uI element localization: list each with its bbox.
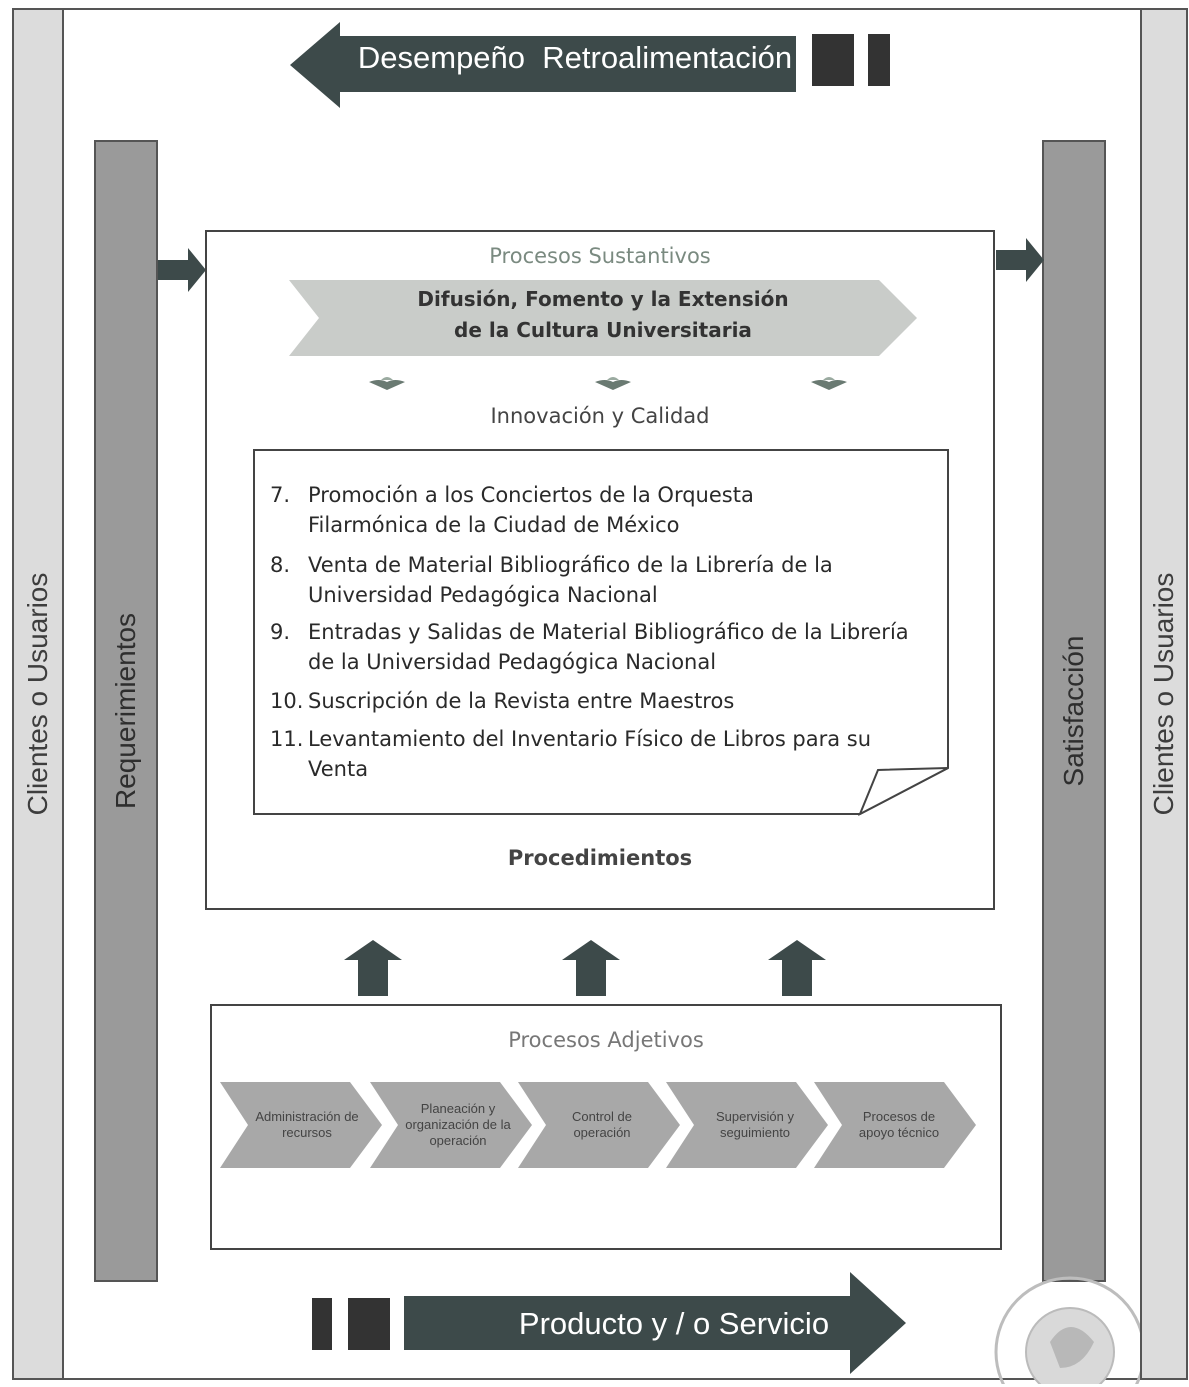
culture-banner [289, 280, 917, 356]
banner-line-1: Difusión, Fomento y la Extensión [417, 287, 789, 311]
feedback-arrow-label: Desempeño Retroalimentación [357, 40, 793, 75]
procedure-item-11: 11. Levantamiento del Inventario Físico … [270, 727, 872, 781]
right-clients-bar: Clientes o Usuarios [1140, 8, 1188, 1380]
procedure-item-10: 10. Suscripción de la Revista entre Maes… [270, 689, 735, 713]
drop-icon-3 [811, 377, 847, 390]
product-service-arrow [404, 1272, 906, 1374]
feedback-arrow [290, 22, 796, 108]
bottom-border-line [64, 1378, 1140, 1380]
left-clients-bar: Clientes o Usuarios [12, 8, 64, 1380]
product-block-2 [348, 1298, 390, 1350]
satisfaction-out-arrow-icon [996, 238, 1044, 282]
up-arrow-icon-3 [768, 940, 826, 996]
official-seal-icon [994, 1276, 1140, 1384]
adjective-title: Procesos Adjetivos [508, 1028, 704, 1052]
procedure-item-8: 8. Venta de Material Bibliográfico de la… [270, 553, 833, 607]
adjective-chevrons [220, 1082, 976, 1168]
step-control: Control de operación [572, 1109, 632, 1140]
drop-icon-2 [595, 377, 631, 390]
up-arrow-icon-2 [562, 940, 620, 996]
requirements-label: Requerimientos [110, 612, 141, 810]
top-border-line [64, 8, 1140, 10]
up-arrow-icon-1 [344, 940, 402, 996]
innovation-subtitle: Innovación y Calidad [490, 404, 710, 428]
procedures-document [253, 449, 949, 817]
procedures-footer: Procedimientos [507, 846, 693, 870]
step-planning: Planeación y organización de la operació… [405, 1101, 511, 1148]
left-clients-label: Clientes o Usuarios [22, 572, 53, 816]
right-clients-label: Clientes o Usuarios [1148, 572, 1179, 816]
banner-line-2: de la Cultura Universitaria [454, 318, 752, 342]
procedure-item-7: 7. Promoción a los Conciertos de la Orqu… [270, 483, 754, 537]
step-supervision: Supervisión y seguimiento [715, 1109, 795, 1140]
feedback-block-2 [868, 34, 890, 86]
drop-icon-1 [369, 377, 405, 390]
substantive-title: Procesos Sustantivos [489, 244, 711, 268]
step-technical-support: Procesos de apoyo técnico [858, 1109, 940, 1140]
procedure-item-9: 9. Entradas y Salidas de Material Biblio… [270, 620, 909, 674]
product-block-1 [312, 1298, 332, 1350]
step-admin-resources: Administración de recursos [255, 1109, 359, 1140]
culture-banner-text: Difusión, Fomento y la Extensión de la C… [289, 284, 917, 346]
requirements-in-arrow-icon [158, 248, 206, 292]
product-service-label: Producto y / o Servicio [518, 1306, 830, 1341]
requirements-bar: Requerimientos [94, 140, 158, 1282]
feedback-block-1 [812, 34, 854, 86]
satisfaction-bar: Satisfacción [1042, 140, 1106, 1282]
satisfaction-label: Satisfacción [1058, 635, 1089, 787]
